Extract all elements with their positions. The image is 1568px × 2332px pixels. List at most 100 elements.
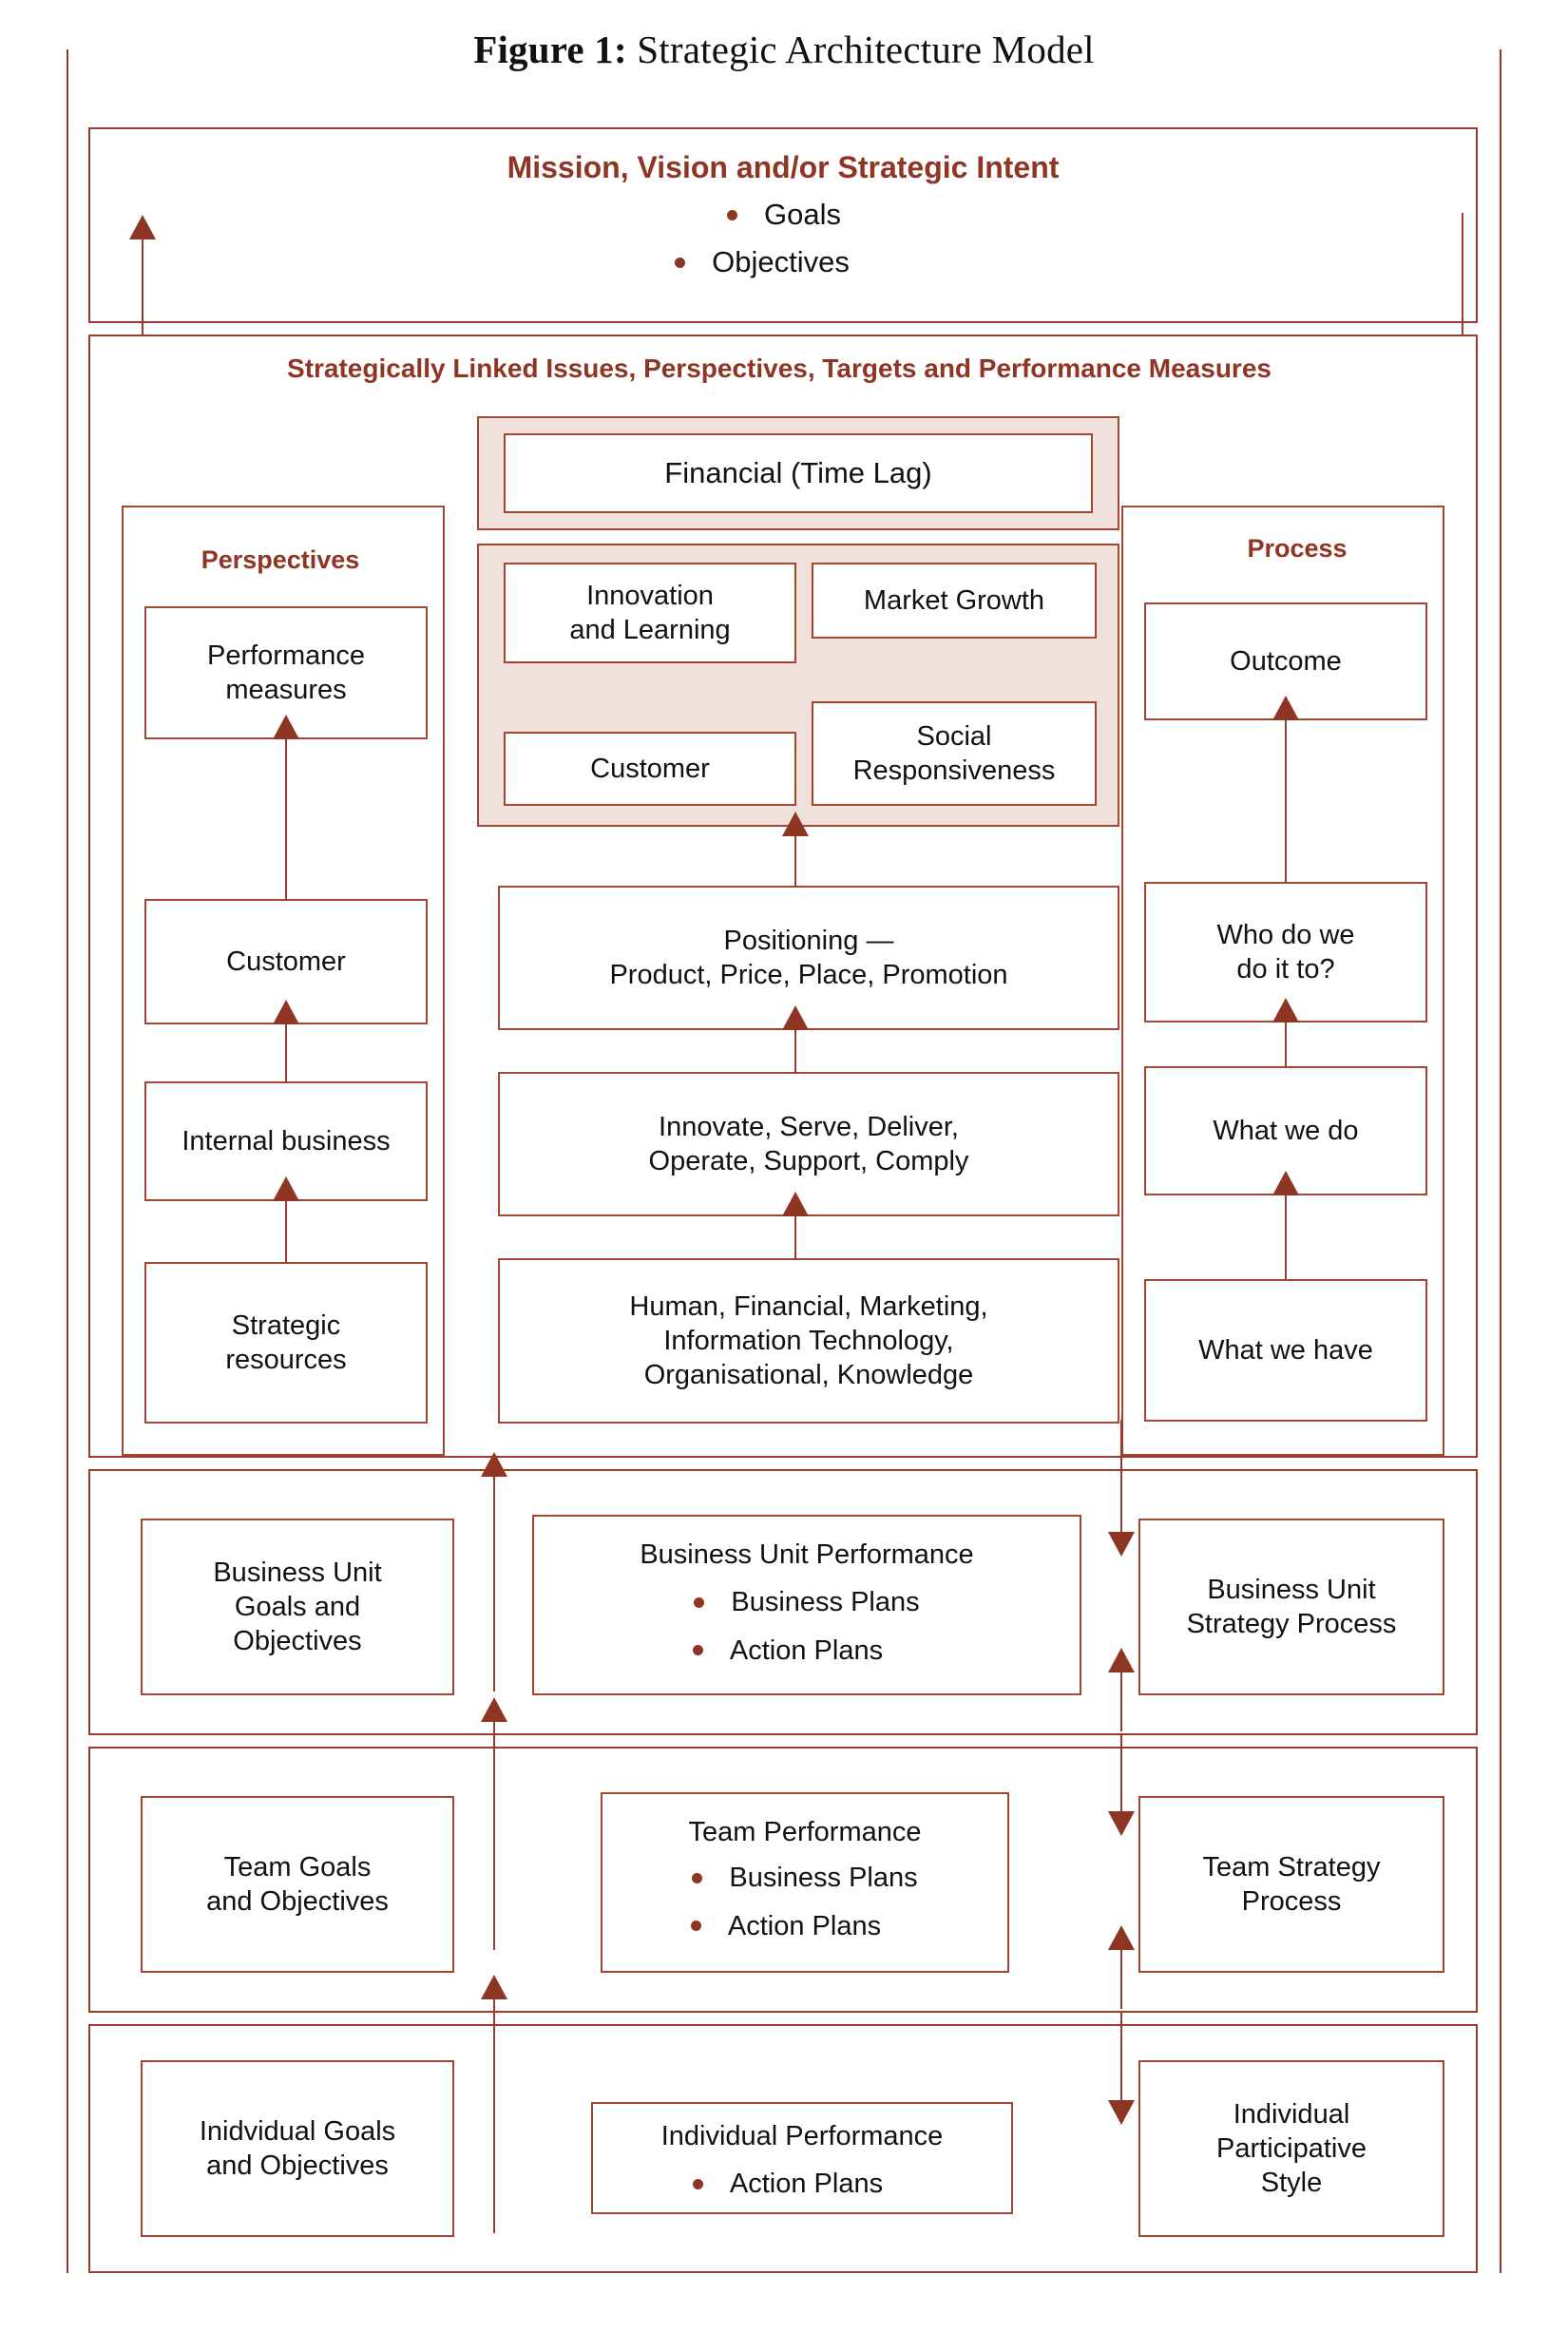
process-box-what-we-have: What we have xyxy=(1144,1279,1427,1422)
perspectives-heading: Perspectives xyxy=(201,545,360,574)
arrow-up-icon xyxy=(273,1000,299,1024)
team-performance-title: Team Performance xyxy=(688,1817,922,1847)
arrow-up-icon xyxy=(1108,1925,1135,1950)
cross-arrow-shaft-up xyxy=(493,1722,495,1950)
arrow-down-icon xyxy=(1108,1532,1135,1557)
box-label: Internal business xyxy=(182,1125,391,1156)
arrow-up-icon xyxy=(273,1176,299,1201)
box-label: Market Growth xyxy=(863,584,1045,616)
arrow-up-icon xyxy=(1272,998,1299,1023)
persp-arrow-shaft xyxy=(285,739,287,901)
mission-bullet-label: Goals xyxy=(764,198,841,231)
mission-bullet-item: Objectives xyxy=(0,245,1568,279)
box-label: Customer xyxy=(590,753,710,784)
mission-bullet-item: Goals xyxy=(0,198,1568,232)
mission-heading: Mission, Vision and/or Strategic Intent xyxy=(507,150,1060,184)
process-arrow-shaft xyxy=(1285,720,1287,882)
bullet-dot-icon xyxy=(692,2178,703,2189)
box-label: Outcome xyxy=(1230,645,1342,677)
arrow-up-icon xyxy=(481,1452,507,1477)
centre-arrow-shaft xyxy=(794,1216,796,1260)
bullet-dot-icon xyxy=(692,1872,703,1883)
arrow-down-icon xyxy=(1108,2100,1135,2125)
arrow-up-icon xyxy=(782,1192,809,1216)
team-bullet-label: Action Plans xyxy=(727,1910,882,1941)
figure-label: Figure 1: xyxy=(473,28,627,71)
individual-performance-title: Individual Performance xyxy=(660,2121,944,2151)
cross-arrow-shaft-up xyxy=(1120,1950,1122,2009)
cross-arrow-shaft-up xyxy=(493,1999,495,2233)
mission-band xyxy=(88,127,1478,323)
bullet-dot-icon xyxy=(727,209,737,220)
centre-box-positioning: Positioning —Product, Price, Place, Prom… xyxy=(498,886,1119,1030)
bullet-dot-icon xyxy=(690,1921,701,1932)
arrow-up-icon xyxy=(273,715,299,739)
cross-arrow-shaft-down xyxy=(1120,2013,1122,2106)
cross-arrow-shaft-down xyxy=(1120,1420,1122,1538)
individual-bullet-label: Action Plans xyxy=(729,2169,884,2200)
arrow-up-icon xyxy=(129,215,156,239)
centre-arrow-shaft xyxy=(794,1030,796,1074)
strategic-heading: Strategically Linked Issues, Perspective… xyxy=(287,354,1272,383)
centre-box-financial: Financial (Time Lag) xyxy=(504,433,1093,513)
centre-box-customer: Customer xyxy=(504,732,796,806)
centre-arrow-shaft xyxy=(794,836,796,888)
arrow-down-icon xyxy=(1108,1811,1135,1836)
figure-title-text: Strategic Architecture Model xyxy=(637,28,1095,71)
arrow-down-right-shaft xyxy=(1462,213,1463,363)
bu-performance-title: Business Unit Performance xyxy=(640,1539,974,1570)
persp-arrow-shaft xyxy=(285,1201,287,1264)
process-heading: Process xyxy=(1247,534,1348,563)
team-bullet-label: Business Plans xyxy=(729,1863,918,1894)
arrow-up-icon xyxy=(1272,696,1299,720)
arrow-up-icon xyxy=(1108,1648,1135,1673)
bu-performance-box: Business Unit Performance Business Plans… xyxy=(532,1515,1081,1695)
bu-bullet-label: Business Plans xyxy=(731,1587,920,1618)
process-arrow-shaft xyxy=(1285,1195,1287,1279)
team-performance-box: Team Performance Business Plans Action P… xyxy=(601,1792,1009,1973)
arrow-up-icon xyxy=(1272,1171,1299,1195)
team-bullet-item: Action Plans xyxy=(610,1909,1000,1943)
bu-bullet-item: Business Plans xyxy=(542,1585,1072,1619)
arrow-up-left-shaft xyxy=(142,239,143,344)
box-label: What we do xyxy=(1213,1115,1359,1146)
individual-bullet-item: Action Plans xyxy=(601,2167,1004,2201)
persp-arrow-shaft xyxy=(285,1024,287,1083)
box-label: What we have xyxy=(1198,1334,1373,1366)
centre-box-activities: Innovate, Serve, Deliver,Operate, Suppor… xyxy=(498,1072,1119,1216)
centre-box-market-growth: Market Growth xyxy=(812,563,1097,639)
arrow-up-icon xyxy=(782,812,809,836)
box-label: Human, Financial, Marketing,Information … xyxy=(629,1290,988,1391)
mission-bullet-label: Objectives xyxy=(712,245,850,278)
bullet-dot-icon xyxy=(694,1596,705,1608)
team-bullet-item: Business Plans xyxy=(610,1861,1000,1895)
box-label: Positioning —Product, Price, Place, Prom… xyxy=(609,925,1008,990)
bullet-dot-icon xyxy=(675,257,686,268)
cross-arrow-shaft-down xyxy=(1120,1735,1122,1817)
bu-bullet-label: Action Plans xyxy=(729,1634,884,1666)
arrow-up-icon xyxy=(481,1975,507,1999)
frame-left-rule xyxy=(67,49,68,2273)
cross-arrow-shaft-up xyxy=(1120,1673,1122,1731)
bu-bullet-item: Action Plans xyxy=(542,1634,1072,1668)
bullet-dot-icon xyxy=(692,1645,703,1656)
frame-right-rule xyxy=(1500,49,1501,2273)
box-label: Innovate, Serve, Deliver,Operate, Suppor… xyxy=(648,1111,969,1176)
